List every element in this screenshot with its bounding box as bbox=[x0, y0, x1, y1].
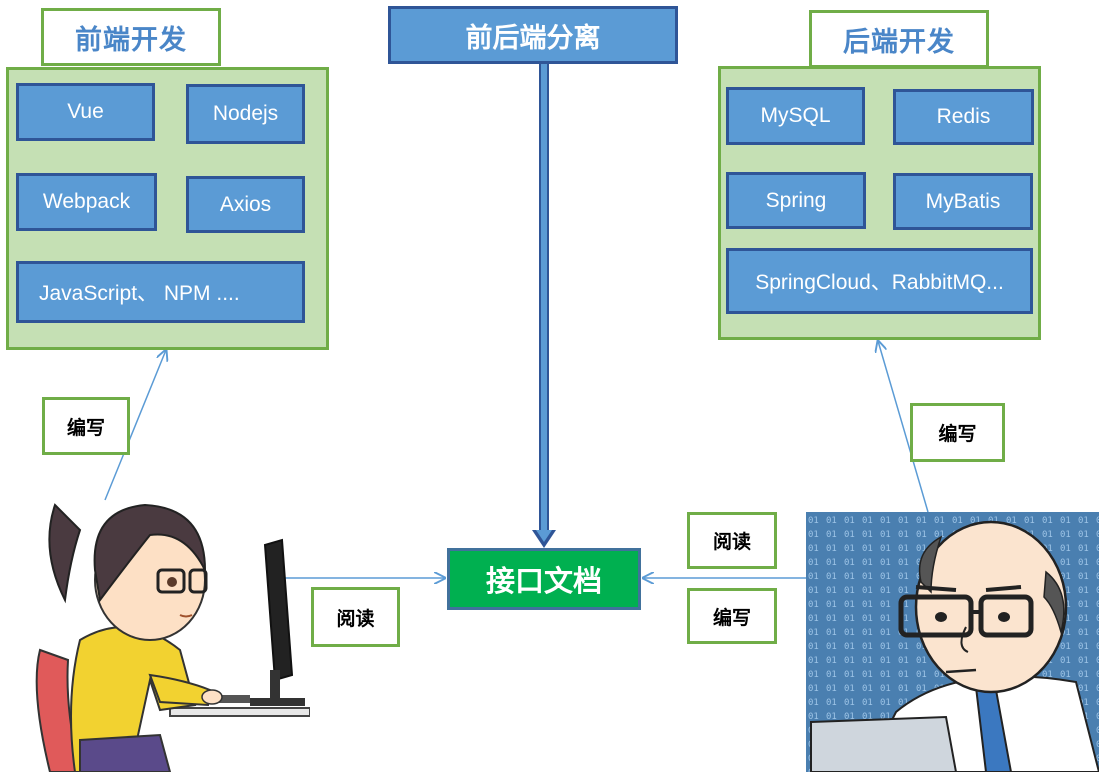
arrow-frontend-write bbox=[104, 350, 166, 501]
tech-javascript-npm: JavaScript、 NPM .... bbox=[16, 261, 305, 323]
frontend-title: 前端开发 bbox=[41, 8, 221, 66]
label-frontend-read: 阅读 bbox=[311, 587, 400, 647]
label-backend-read: 阅读 bbox=[687, 512, 777, 569]
backend-title: 后端开发 bbox=[809, 10, 989, 68]
arrow-backend-write bbox=[878, 341, 929, 513]
separation-title: 前后端分离 bbox=[388, 6, 678, 64]
label-backend-write: 编写 bbox=[910, 403, 1005, 462]
tech-redis: Redis bbox=[893, 89, 1034, 145]
tech-springcloud-rabbitmq: SpringCloud、RabbitMQ... bbox=[726, 248, 1033, 314]
tech-webpack: Webpack bbox=[16, 173, 157, 231]
api-document: 接口文档 bbox=[447, 548, 641, 610]
separation-down-arrow bbox=[532, 62, 556, 548]
label-frontend-write: 编写 bbox=[42, 397, 130, 455]
tech-vue: Vue bbox=[16, 83, 155, 141]
female-developer-illustration bbox=[35, 503, 310, 772]
tech-axios: Axios bbox=[186, 176, 305, 233]
tech-spring: Spring bbox=[726, 172, 866, 229]
tech-mysql: MySQL bbox=[726, 87, 865, 145]
label-backend-write-doc: 编写 bbox=[687, 588, 777, 644]
male-developer-illustration: 01 bbox=[806, 512, 1099, 772]
tech-mybatis: MyBatis bbox=[893, 173, 1033, 230]
tech-nodejs: Nodejs bbox=[186, 84, 305, 144]
